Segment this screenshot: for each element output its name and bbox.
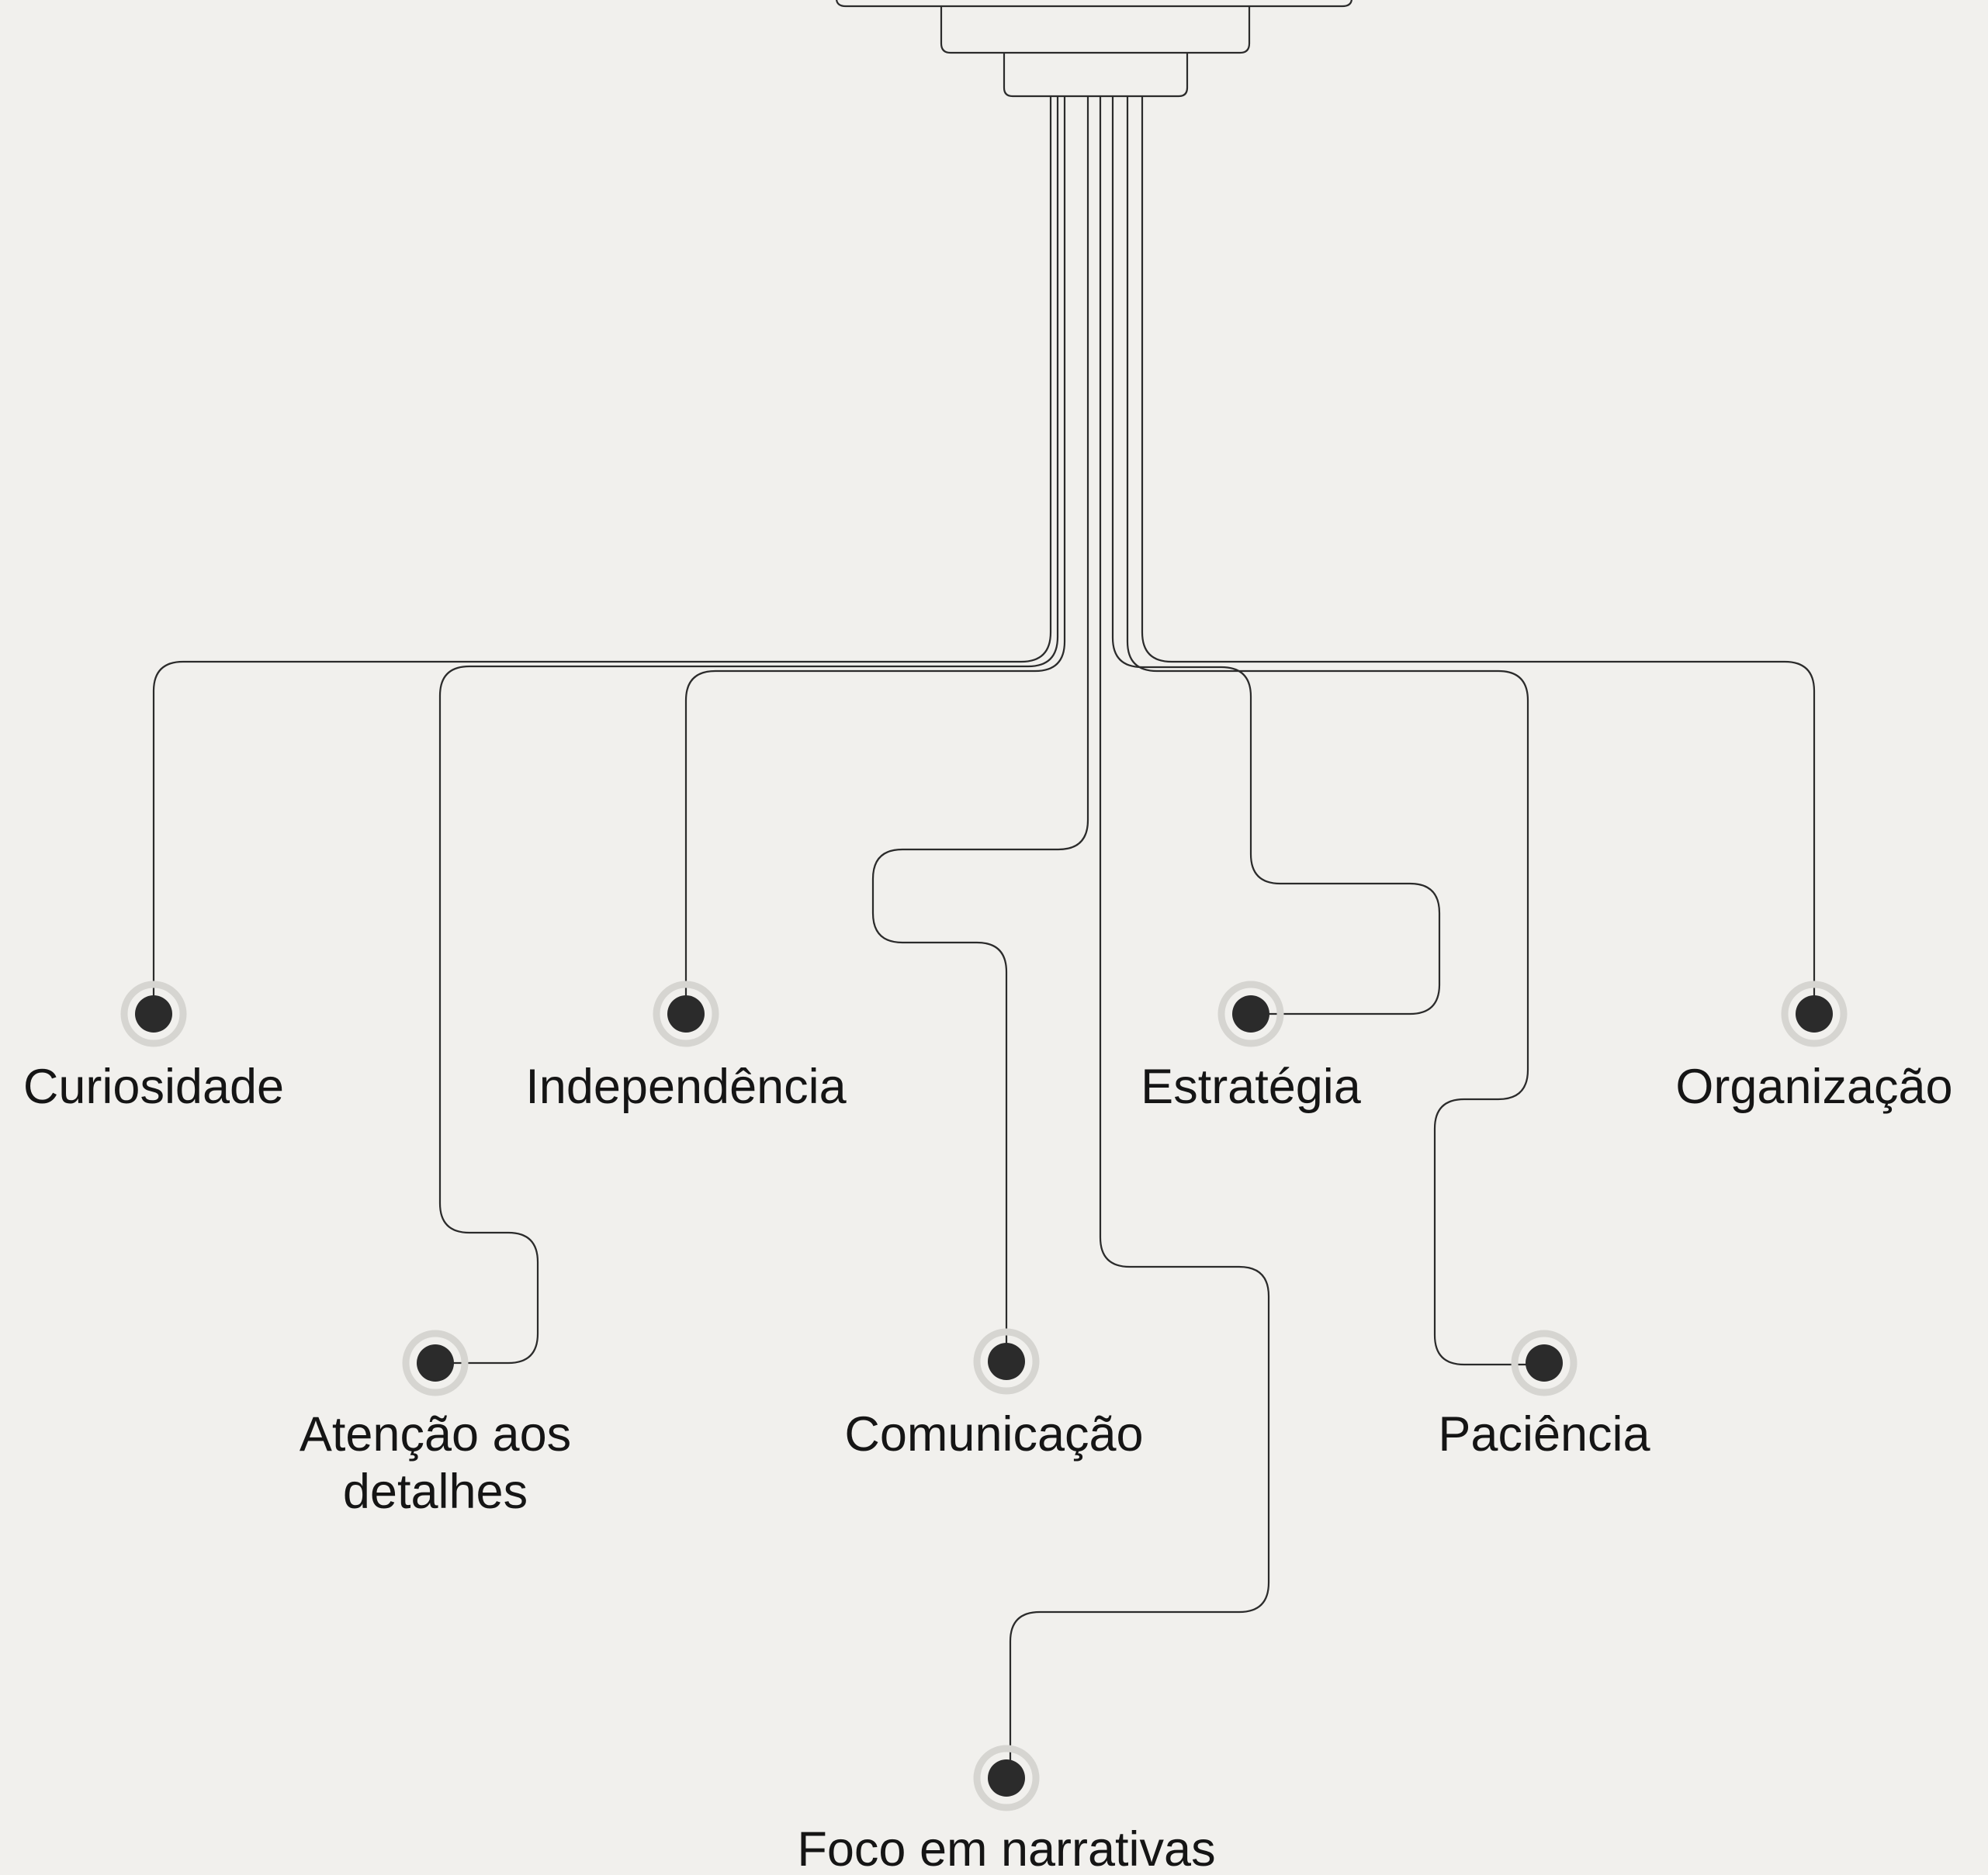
connector-plug xyxy=(836,0,1352,98)
node-dot xyxy=(1232,995,1269,1033)
wire-curiosidade xyxy=(152,96,1052,1014)
node-atencao: Atenção aos detalhes xyxy=(300,1330,571,1519)
node-dot xyxy=(135,995,172,1033)
node-curiosidade: Curiosidade xyxy=(23,981,284,1114)
node-halo xyxy=(973,1328,1040,1395)
wire-estrategia xyxy=(1111,96,1441,1015)
node-foco: Foco em narrativas xyxy=(797,1745,1216,1875)
wire-atencao xyxy=(435,96,1059,1365)
node-label: Estratégia xyxy=(1141,1060,1362,1114)
node-independencia: Independência xyxy=(525,981,847,1114)
node-label: Foco em narrativas xyxy=(797,1822,1215,1875)
wires xyxy=(152,96,1816,1778)
node-label: Comunicação xyxy=(844,1407,1143,1462)
node-dot xyxy=(988,1343,1025,1380)
node-halo xyxy=(1217,981,1284,1047)
node-label: Paciência xyxy=(1438,1407,1650,1462)
node-dot xyxy=(667,995,705,1033)
node-halo xyxy=(402,1330,469,1396)
wire-foco xyxy=(1009,96,1270,1778)
node-dot xyxy=(1526,1344,1563,1382)
node-comunicacao: Comunicação xyxy=(844,1328,1144,1462)
node-paciencia: Paciência xyxy=(1438,1330,1651,1462)
node-label: Curiosidade xyxy=(23,1060,284,1114)
node-dot xyxy=(1796,995,1833,1033)
node-halo xyxy=(120,981,187,1047)
node-dot xyxy=(988,1759,1025,1797)
node-label: Organização xyxy=(1675,1060,1952,1114)
node-halo xyxy=(1511,1330,1578,1396)
node-halo xyxy=(1781,981,1848,1047)
node-estrategia: Estratégia xyxy=(1141,981,1362,1114)
node-label: Independência xyxy=(525,1060,847,1114)
wire-independencia xyxy=(684,96,1066,1014)
node-halo xyxy=(653,981,719,1047)
node-halo xyxy=(973,1745,1040,1811)
node-label: Atenção aos xyxy=(300,1407,571,1462)
wire-organizacao xyxy=(1141,96,1816,1014)
node-organizacao: Organização xyxy=(1675,981,1953,1114)
wire-comunicacao xyxy=(871,96,1089,1361)
node-label-line2: detalhes xyxy=(343,1465,528,1519)
wire-paciencia xyxy=(1126,96,1544,1366)
node-dot xyxy=(417,1344,454,1382)
